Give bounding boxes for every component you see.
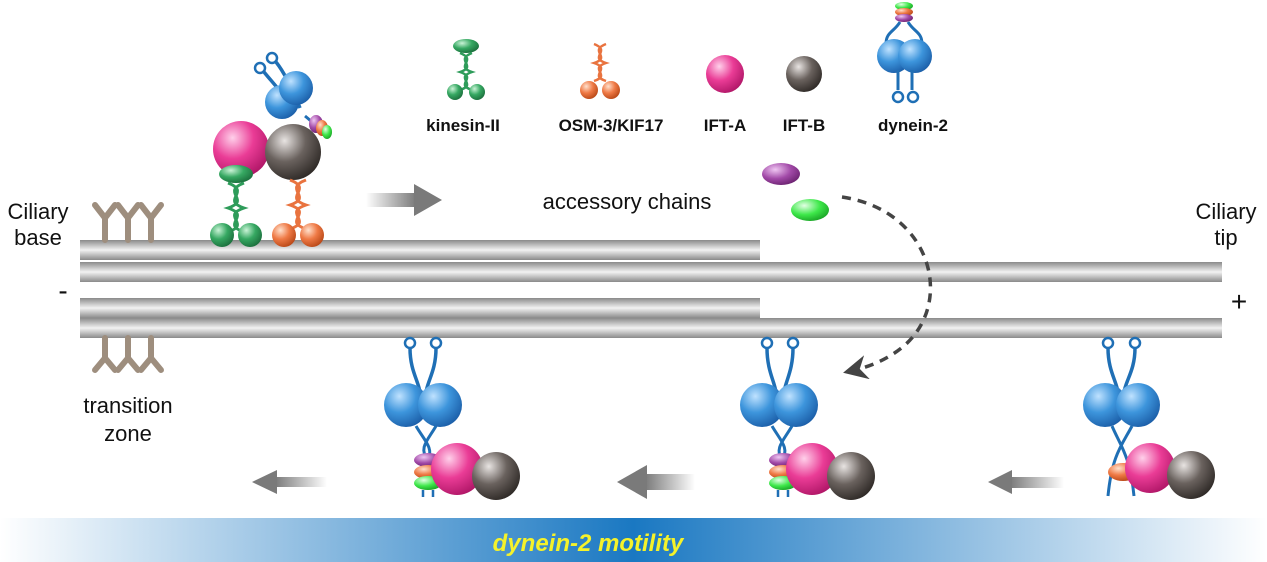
motility-label: dynein-2 motility — [493, 530, 685, 557]
transition-zone-fibers-top — [92, 202, 164, 243]
accessory-chain-green — [791, 199, 829, 221]
motility-bar — [0, 518, 1267, 562]
osm3-legend-icon — [580, 42, 620, 99]
microtubule-lower-short — [80, 298, 760, 318]
dynein-legend-icon — [877, 2, 932, 104]
transition-zone-fibers-bottom — [92, 335, 164, 373]
ciliary-base-label: Ciliary — [7, 199, 68, 224]
retrograde-train-tip — [1083, 336, 1215, 499]
iftb-legend-label: IFT-B — [783, 116, 826, 135]
minus-end-label: - — [58, 275, 67, 306]
osm3-legend-label: OSM-3/KIF17 — [559, 116, 664, 135]
ciliary-tip-label-2: tip — [1214, 225, 1237, 250]
accessory-chains-label: accessory chains — [543, 189, 712, 214]
retrograde-train-base — [384, 336, 520, 500]
ciliary-tip-label: Ciliary — [1195, 199, 1256, 224]
ifta-legend-label: IFT-A — [704, 116, 747, 135]
kinesin-legend-label: kinesin-II — [426, 116, 500, 135]
transition-zone-label: transition — [83, 393, 172, 418]
retrograde-arrow-left — [252, 470, 327, 494]
recycling-dashed-arrow — [841, 195, 933, 380]
anterograde-arrow — [366, 184, 442, 216]
transition-zone-label-2: zone — [104, 421, 152, 446]
plus-end-label: + — [1231, 286, 1247, 317]
dynein-legend-label: dynein-2 — [878, 116, 948, 135]
retrograde-arrow-middle — [617, 465, 695, 499]
ifta-legend-icon — [706, 55, 744, 93]
iftb-legend-icon — [786, 56, 822, 92]
accessory-chain-purple — [762, 163, 800, 185]
microtubule-upper-short — [80, 240, 760, 260]
ciliary-base-label-2: base — [14, 225, 62, 250]
anterograde-ift-train — [210, 51, 332, 247]
kinesin-legend-icon — [447, 39, 485, 100]
microtubule-upper-long — [80, 262, 1222, 282]
microtubule-lower-long — [80, 318, 1222, 338]
retrograde-train-middle — [740, 336, 875, 500]
retrograde-arrow-right — [988, 470, 1064, 494]
